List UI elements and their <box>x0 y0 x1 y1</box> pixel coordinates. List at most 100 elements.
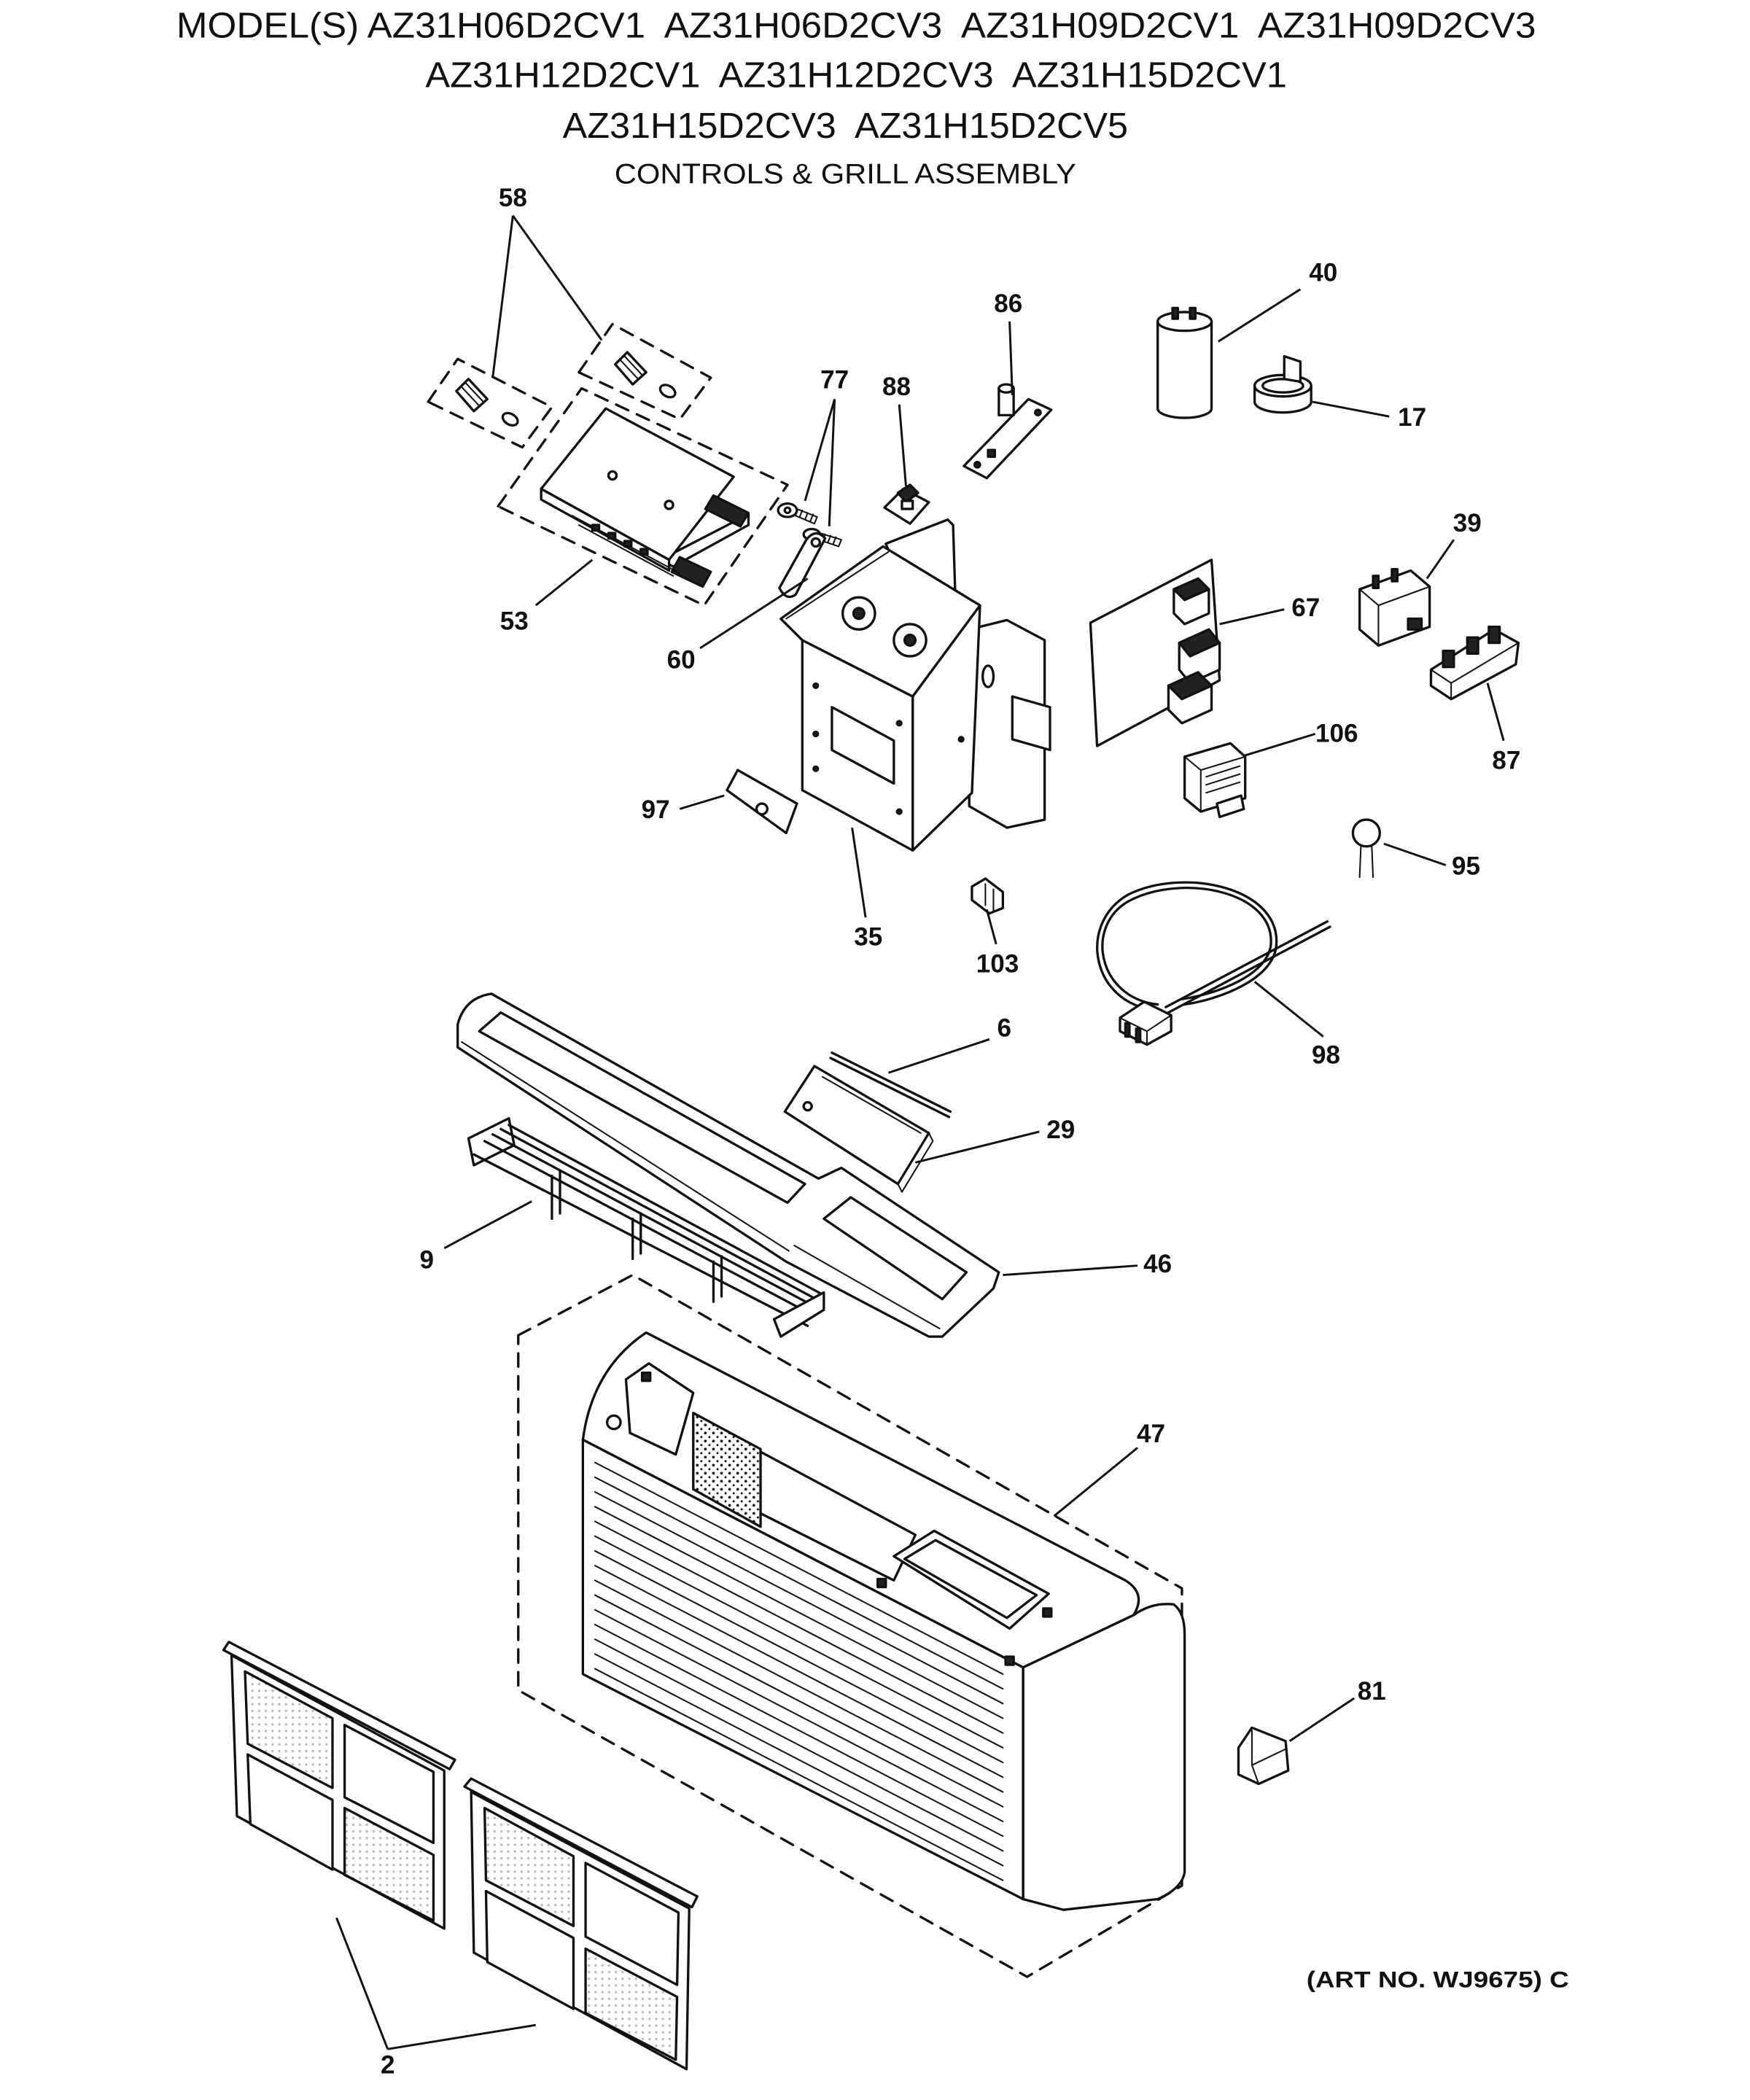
leader-67 <box>1219 608 1285 626</box>
part-86-thermostat <box>962 383 1053 480</box>
callout-81: 81 <box>1358 1677 1386 1706</box>
callout-97: 97 <box>642 796 670 824</box>
leader-58 <box>491 214 603 378</box>
air-filter-right-rail <box>463 1777 699 1909</box>
screw-1 <box>795 508 818 525</box>
leader-46 <box>1003 1264 1138 1277</box>
leader-60 <box>699 578 809 650</box>
knob-group-left-outline <box>427 357 553 449</box>
part-17-strap <box>1253 354 1312 414</box>
front-cover-louvers <box>594 1461 1004 1881</box>
part-35-control-box <box>779 518 1051 852</box>
grille-right-end <box>772 1291 825 1338</box>
part-98-power-cord <box>1096 881 1331 1046</box>
knob-left <box>455 378 519 427</box>
leader-106 <box>1245 733 1316 757</box>
air-filter-left-rail <box>222 1641 456 1770</box>
assembly-name: CONTROLS & GRILL ASSEMBLY <box>615 159 1076 190</box>
part-6-rod <box>829 1051 952 1119</box>
leader-77 <box>804 398 836 526</box>
front-cover-slot <box>759 1450 917 1582</box>
callout-58: 58 <box>499 184 527 212</box>
leader-9 <box>443 1200 532 1250</box>
front-cover-group-outline <box>517 1273 1183 1978</box>
callout-35: 35 <box>854 923 882 952</box>
leader-29 <box>915 1130 1040 1164</box>
callout-47: 47 <box>1137 1420 1165 1448</box>
leader-86 <box>1008 321 1014 395</box>
leader-47 <box>1053 1447 1138 1517</box>
leader-35 <box>851 827 867 918</box>
callout-29: 29 <box>1046 1116 1075 1144</box>
part-88-switch <box>883 483 930 525</box>
leader-98 <box>1253 981 1324 1038</box>
part-58-knobs <box>427 322 712 449</box>
callout-9: 9 <box>419 1245 434 1274</box>
front-cover-control-window <box>892 1529 1050 1630</box>
pcb-relays <box>1167 577 1221 725</box>
control-board-group-outline <box>497 387 789 607</box>
callout-53: 53 <box>500 607 529 635</box>
leader-6 <box>887 1038 990 1074</box>
part-95-thermistor <box>1351 818 1381 879</box>
front-cover-end-cap <box>1022 1603 1186 1911</box>
part-81-bracket <box>1237 1726 1290 1786</box>
front-frame-long-opening <box>478 1011 806 1205</box>
control-box-opening <box>831 706 895 785</box>
front-cover-insulation <box>692 1412 762 1528</box>
part-9-louver-grille <box>467 1117 825 1338</box>
control-box-top-panel <box>779 545 981 698</box>
models-line-3: AZ31H15D2CV3 AZ31H15D2CV5 <box>563 105 1128 146</box>
callout-46: 46 <box>1143 1250 1172 1278</box>
part-106-transformer <box>1183 742 1247 819</box>
knob-right <box>614 351 677 399</box>
callout-86: 86 <box>994 289 1022 318</box>
leader-81 <box>1288 1697 1356 1742</box>
part-39-relay <box>1358 567 1431 647</box>
leader-17 <box>1312 400 1390 418</box>
callout-6: 6 <box>997 1014 1011 1043</box>
leader-39 <box>1426 539 1455 580</box>
part-53-control-board <box>497 387 789 607</box>
callout-95: 95 <box>1452 852 1480 880</box>
front-cover-front-face <box>581 1438 1024 1901</box>
callout-40: 40 <box>1309 259 1337 287</box>
leader-97 <box>679 794 725 810</box>
part-97-cover-plate <box>726 769 798 835</box>
leader-lines <box>335 214 1505 2050</box>
air-filter-left <box>222 1641 456 1930</box>
part-67-pcb <box>1089 559 1221 747</box>
leader-40 <box>1217 288 1302 343</box>
callout-39: 39 <box>1453 509 1482 537</box>
models-line-1: MODEL(S) AZ31H06D2CV1 AZ31H06D2CV3 AZ31H… <box>176 5 1536 46</box>
power-cord-plug <box>1119 1000 1172 1046</box>
front-cover-screw <box>876 1577 887 1589</box>
part-2-air-filters <box>222 1641 699 2071</box>
part-87-terminal-block <box>1429 625 1520 701</box>
knob-group-right-outline <box>578 322 712 421</box>
front-cover-side-opening <box>624 1362 695 1456</box>
control-board-component-strip <box>704 494 750 528</box>
callout-labels: 58 40 86 77 88 17 39 67 53 60 106 87 97 … <box>381 184 1520 2079</box>
callout-103: 103 <box>976 950 1019 979</box>
front-frame-pocket <box>822 1196 968 1301</box>
part-47-front-cover <box>517 1273 1186 1978</box>
air-filter-right <box>463 1777 699 2071</box>
callout-17: 17 <box>1398 403 1426 432</box>
leader-53 <box>534 559 594 607</box>
art-number: (ART NO. WJ9675) C <box>1307 1967 1569 1993</box>
part-103-clip <box>971 877 1005 915</box>
callout-98: 98 <box>1312 1041 1340 1069</box>
diagram-title: MODEL(S) AZ31H06D2CV1 AZ31H06D2CV3 AZ31H… <box>176 5 1536 190</box>
part-29-door-panel <box>783 1065 934 1193</box>
leader-103 <box>985 909 998 945</box>
part-46-front-frame <box>456 992 1000 1338</box>
leader-2 <box>335 1917 537 2050</box>
power-cord-lead <box>1164 920 1331 1014</box>
callout-2: 2 <box>381 2050 395 2079</box>
models-line-2: AZ31H12D2CV1 AZ31H12D2CV3 AZ31H15D2CV1 <box>425 55 1287 96</box>
callout-77: 77 <box>820 366 849 394</box>
leader-87 <box>1486 682 1505 742</box>
callout-106: 106 <box>1315 720 1358 748</box>
